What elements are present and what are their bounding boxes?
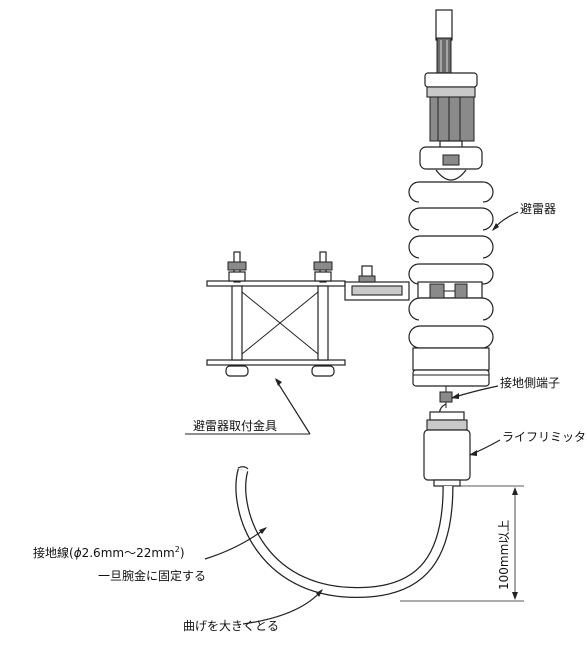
ground-wire-label: 接地線(ϕ2.6mm〜22mm2) — [33, 545, 185, 560]
top-terminal-cap — [419, 72, 483, 170]
fix-note-label: 一旦腕金に固定する — [98, 568, 206, 583]
dimension-label: 100mm以上 — [497, 520, 511, 590]
bend-note-label: 曲げを大きくとる — [183, 619, 279, 633]
ground-wire — [235, 466, 454, 598]
ground-terminal-label: 接地側端子 — [500, 375, 560, 390]
arrester-label: 避雷器 — [520, 202, 556, 216]
mounting-bracket-label: 避雷器取付金具 — [193, 418, 277, 433]
top-cable — [435, 9, 453, 75]
leader-lines — [185, 211, 519, 625]
ground-terminal — [439, 386, 453, 417]
arrester-body — [408, 169, 494, 387]
mounting-bracket — [206, 251, 410, 377]
dimension-line — [400, 485, 524, 602]
life-limiter-label: ライフリミッタ — [502, 430, 586, 444]
life-limiter — [423, 411, 471, 487]
clamp-bolt — [429, 283, 468, 299]
